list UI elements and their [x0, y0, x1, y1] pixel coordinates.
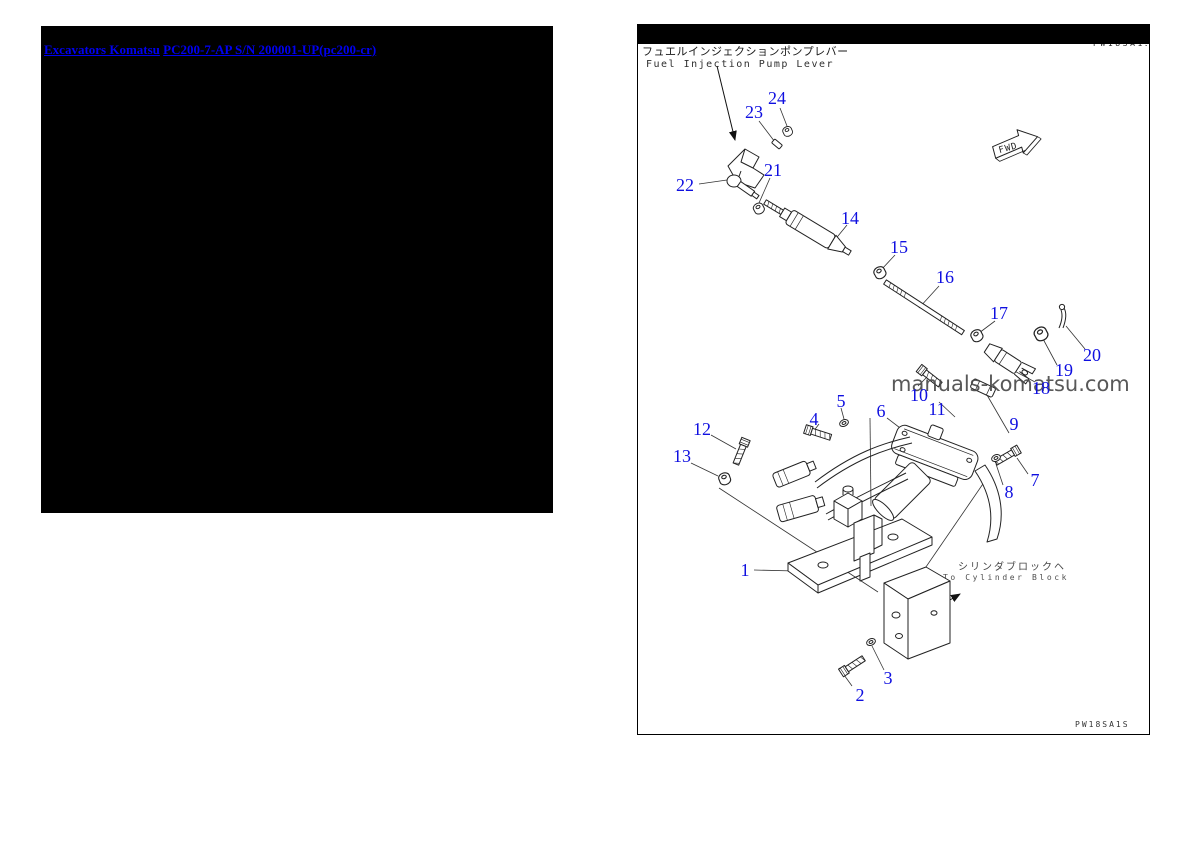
link-excavators-komatsu[interactable]: Excavators Komatsu	[44, 42, 160, 57]
callout-5: 5	[836, 391, 846, 411]
parts-diagram-panel: PW18SA1S フュエルインジェクションポンプレバー Fuel Injecti…	[637, 24, 1150, 735]
callout-7: 7	[1030, 470, 1040, 490]
callout-10: 10	[910, 385, 928, 405]
diagram-title-jp: フュエルインジェクションポンプレバー	[642, 45, 849, 58]
callout-12: 12	[693, 419, 711, 439]
callout-4: 4	[809, 409, 819, 429]
callout-11: 11	[928, 399, 946, 419]
callout-15: 15	[890, 237, 908, 257]
fwd-arrow: FWD	[992, 129, 1042, 162]
callout-23: 23	[745, 102, 763, 122]
callout-24: 24	[768, 88, 786, 108]
parts-shapes: FWD	[716, 124, 1067, 678]
callout-13: 13	[673, 446, 691, 466]
title-pointer-arrow	[716, 65, 737, 141]
callout-22: 22	[676, 175, 694, 195]
diagram-title-en: Fuel Injection Pump Lever	[646, 58, 835, 70]
drawing-code: PW18SA1S	[1075, 720, 1130, 729]
callout-16: 16	[936, 267, 954, 287]
drawing-code-top-clipped: PW18SA1S	[1093, 44, 1147, 48]
callout-21: 21	[764, 160, 782, 180]
callout-8: 8	[1004, 482, 1014, 502]
callout-19: 19	[1055, 360, 1073, 380]
link-model-pc200-7-ap[interactable]: PC200-7-AP S/N 200001-UP(pc200-cr)	[163, 42, 377, 57]
breadcrumb: Excavators Komatsu PC200-7-AP S/N 200001…	[41, 26, 553, 58]
diagram-title: フュエルインジェクションポンプレバー Fuel Injection Pump L…	[642, 45, 849, 70]
left-black-panel: Excavators Komatsu PC200-7-AP S/N 200001…	[41, 26, 553, 513]
diagram-top-bar	[638, 25, 1149, 44]
callout-2: 2	[855, 685, 865, 705]
callout-14: 14	[841, 208, 859, 228]
fwd-label: FWD	[998, 141, 1019, 156]
callout-1: 1	[740, 560, 750, 580]
callout-20: 20	[1083, 345, 1101, 365]
callout-17: 17	[990, 303, 1008, 323]
cylinder-note-jp: シリンダブロックヘ	[958, 562, 1066, 573]
cylinder-note-en: To Cylinder Block	[943, 573, 1070, 582]
callout-6: 6	[876, 401, 886, 421]
callout-9: 9	[1009, 414, 1019, 434]
watermark: manuals-komatsu.com	[891, 372, 1130, 396]
callout-18: 18	[1032, 378, 1050, 398]
callout-3: 3	[883, 668, 893, 688]
exploded-parts-drawing: FWD	[690, 65, 1086, 687]
